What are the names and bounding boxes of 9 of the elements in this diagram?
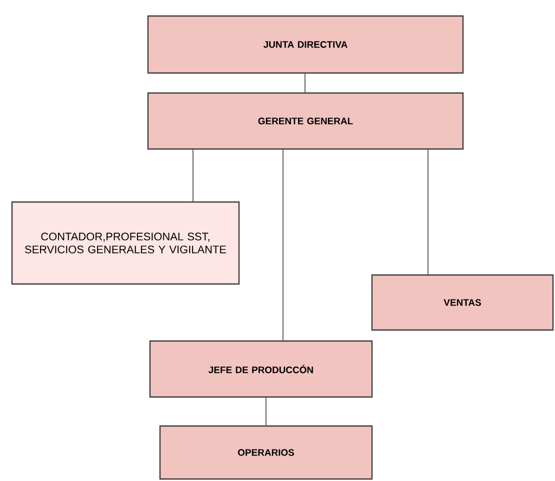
org-box: OPERARIOS (159, 425, 373, 480)
org-box: VENTAS (371, 274, 554, 331)
org-box: JUNTA DIRECTIVA (147, 15, 464, 74)
org-box: JEFE DE PRODUCCÓN (149, 340, 373, 398)
connector-line (304, 73, 306, 93)
org-box: CONTADOR,PROFESIONAL SST, SERVICIOS GENERALES Y VIGILANTE (11, 201, 240, 285)
org-box: GERENTE GENERAL (147, 92, 464, 150)
connector-line (282, 149, 284, 341)
connector-line (192, 149, 194, 202)
